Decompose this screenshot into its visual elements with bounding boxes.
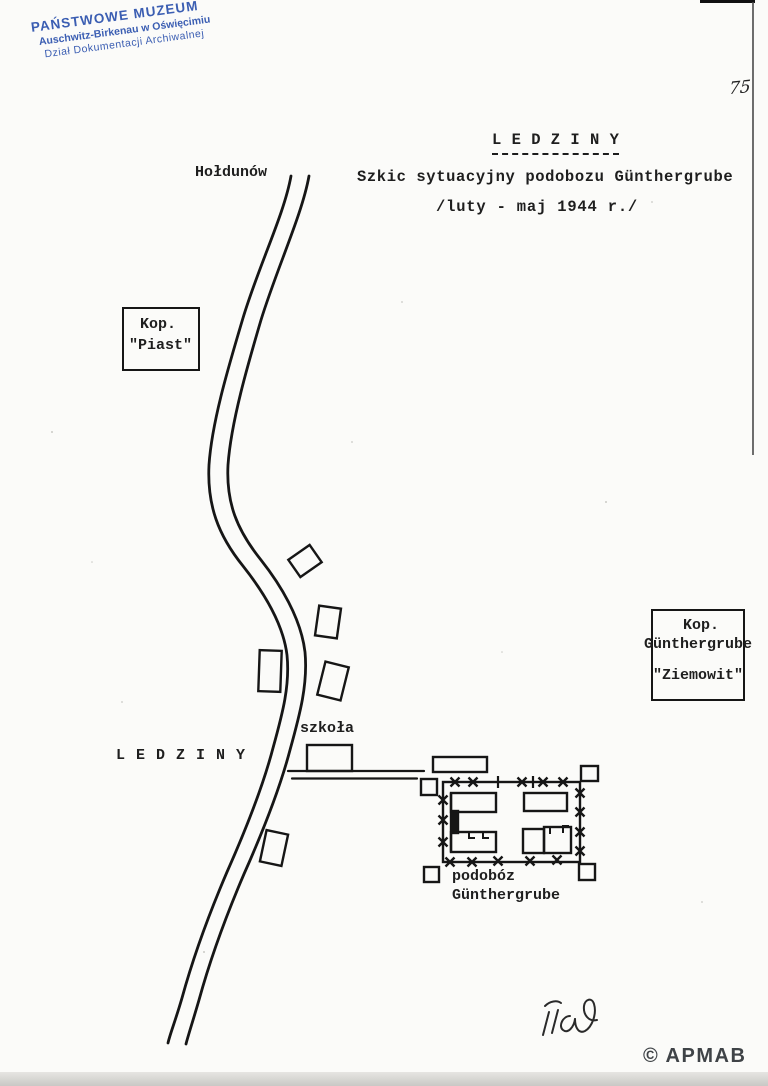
page-title: L E D Z I N Y bbox=[492, 131, 620, 155]
guard-post-left bbox=[419, 777, 439, 797]
village-houses bbox=[257, 543, 351, 868]
scan-edge-artifacts bbox=[700, 0, 755, 455]
signature bbox=[542, 998, 598, 1036]
label-podoboz: podobóz Günthergrube bbox=[452, 867, 560, 905]
guard-post-bottom-right bbox=[577, 862, 597, 882]
label-ledziny: L E D Z I N Y bbox=[116, 747, 247, 764]
main-road bbox=[166, 174, 311, 1046]
subcamp-complex bbox=[419, 755, 600, 884]
school-building bbox=[305, 743, 354, 773]
mine-box-ziemowit: Kop. Günthergrube "Ziemowit" bbox=[644, 609, 752, 701]
piast-line2: "Piast" bbox=[129, 337, 193, 354]
page-subtitle: Szkic sytuacyjny podobozu Günthergrube bbox=[357, 168, 734, 186]
label-holdunow: Hołdunów bbox=[195, 164, 268, 181]
ziemowit-line2: Günthergrube bbox=[643, 636, 753, 653]
fence-barbs bbox=[437, 776, 586, 868]
barrack-e-shaped bbox=[449, 791, 498, 854]
guard-post-bottom-left bbox=[422, 865, 441, 884]
copyright-watermark: © APMAB bbox=[643, 1045, 747, 1067]
label-podoboz-line2: Günthergrube bbox=[452, 887, 561, 904]
label-podoboz-line1: podobóz bbox=[452, 868, 516, 885]
barrack-bottom-right bbox=[521, 825, 573, 855]
barrack-top-right bbox=[522, 791, 569, 813]
label-szkola: szkoła bbox=[300, 720, 355, 737]
mine-box-piast: Kop. "Piast" bbox=[122, 307, 200, 371]
scan-speckles bbox=[51, 201, 703, 953]
ziemowit-line3: "Ziemowit" bbox=[652, 667, 744, 684]
ziemowit-line1: Kop. bbox=[683, 617, 720, 634]
guard-post-top-right bbox=[579, 764, 600, 783]
outer-building bbox=[431, 755, 489, 774]
piast-line1: Kop. bbox=[140, 316, 177, 333]
page-date-line: /luty - maj 1944 r./ bbox=[436, 198, 639, 216]
scan-bottom-band bbox=[0, 1072, 768, 1086]
page-number: 75 bbox=[728, 76, 752, 100]
camp-fence bbox=[441, 780, 582, 864]
